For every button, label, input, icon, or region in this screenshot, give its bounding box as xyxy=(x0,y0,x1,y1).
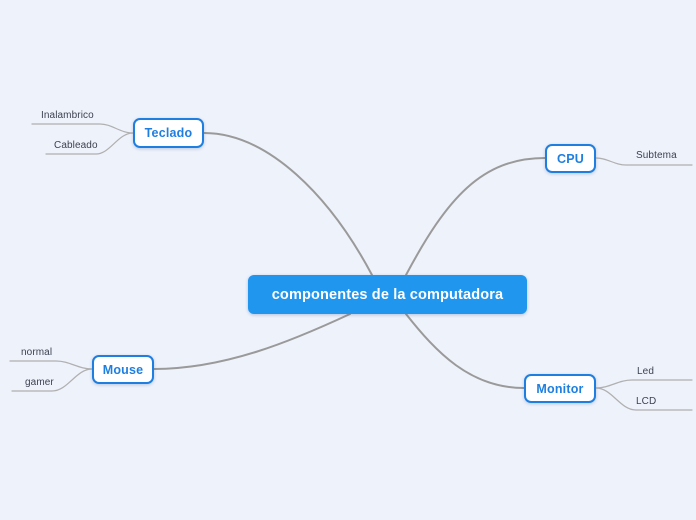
leaf-node-cableado[interactable]: Cableado xyxy=(54,140,98,151)
branch-node-teclado[interactable]: Teclado xyxy=(133,118,204,148)
leaf-node-gamer[interactable]: gamer xyxy=(25,377,54,388)
branch-node-label: Monitor xyxy=(536,381,584,396)
branch-node-label: Mouse xyxy=(102,362,144,377)
branch-node-cpu[interactable]: CPU xyxy=(545,144,596,173)
connector-root-teclado xyxy=(203,132,373,276)
leaf-node-normal[interactable]: normal xyxy=(21,347,53,358)
connector-mouse-normal xyxy=(9,360,93,370)
leaf-node-subtema[interactable]: Subtema xyxy=(636,150,677,161)
connector-root-mouse xyxy=(153,313,351,370)
branch-node-monitor[interactable]: Monitor xyxy=(524,374,596,403)
leaf-node-led[interactable]: Led xyxy=(637,366,654,377)
branch-node-mouse[interactable]: Mouse xyxy=(92,355,154,384)
branch-node-label: Teclado xyxy=(144,126,193,140)
leaf-node-lcd[interactable]: LCD xyxy=(636,396,657,407)
connector-root-cpu xyxy=(405,157,546,276)
root-node-label: componentes de la computadora xyxy=(271,286,504,303)
leaf-node-inalambrico[interactable]: Inalambrico xyxy=(41,110,94,121)
connector-root-monitor xyxy=(405,313,525,389)
connector-monitor-led xyxy=(595,379,693,389)
root-node[interactable]: componentes de la computadora xyxy=(248,275,527,314)
connector-teclado-inalambrico xyxy=(31,123,134,134)
branch-node-label: CPU xyxy=(557,151,584,166)
